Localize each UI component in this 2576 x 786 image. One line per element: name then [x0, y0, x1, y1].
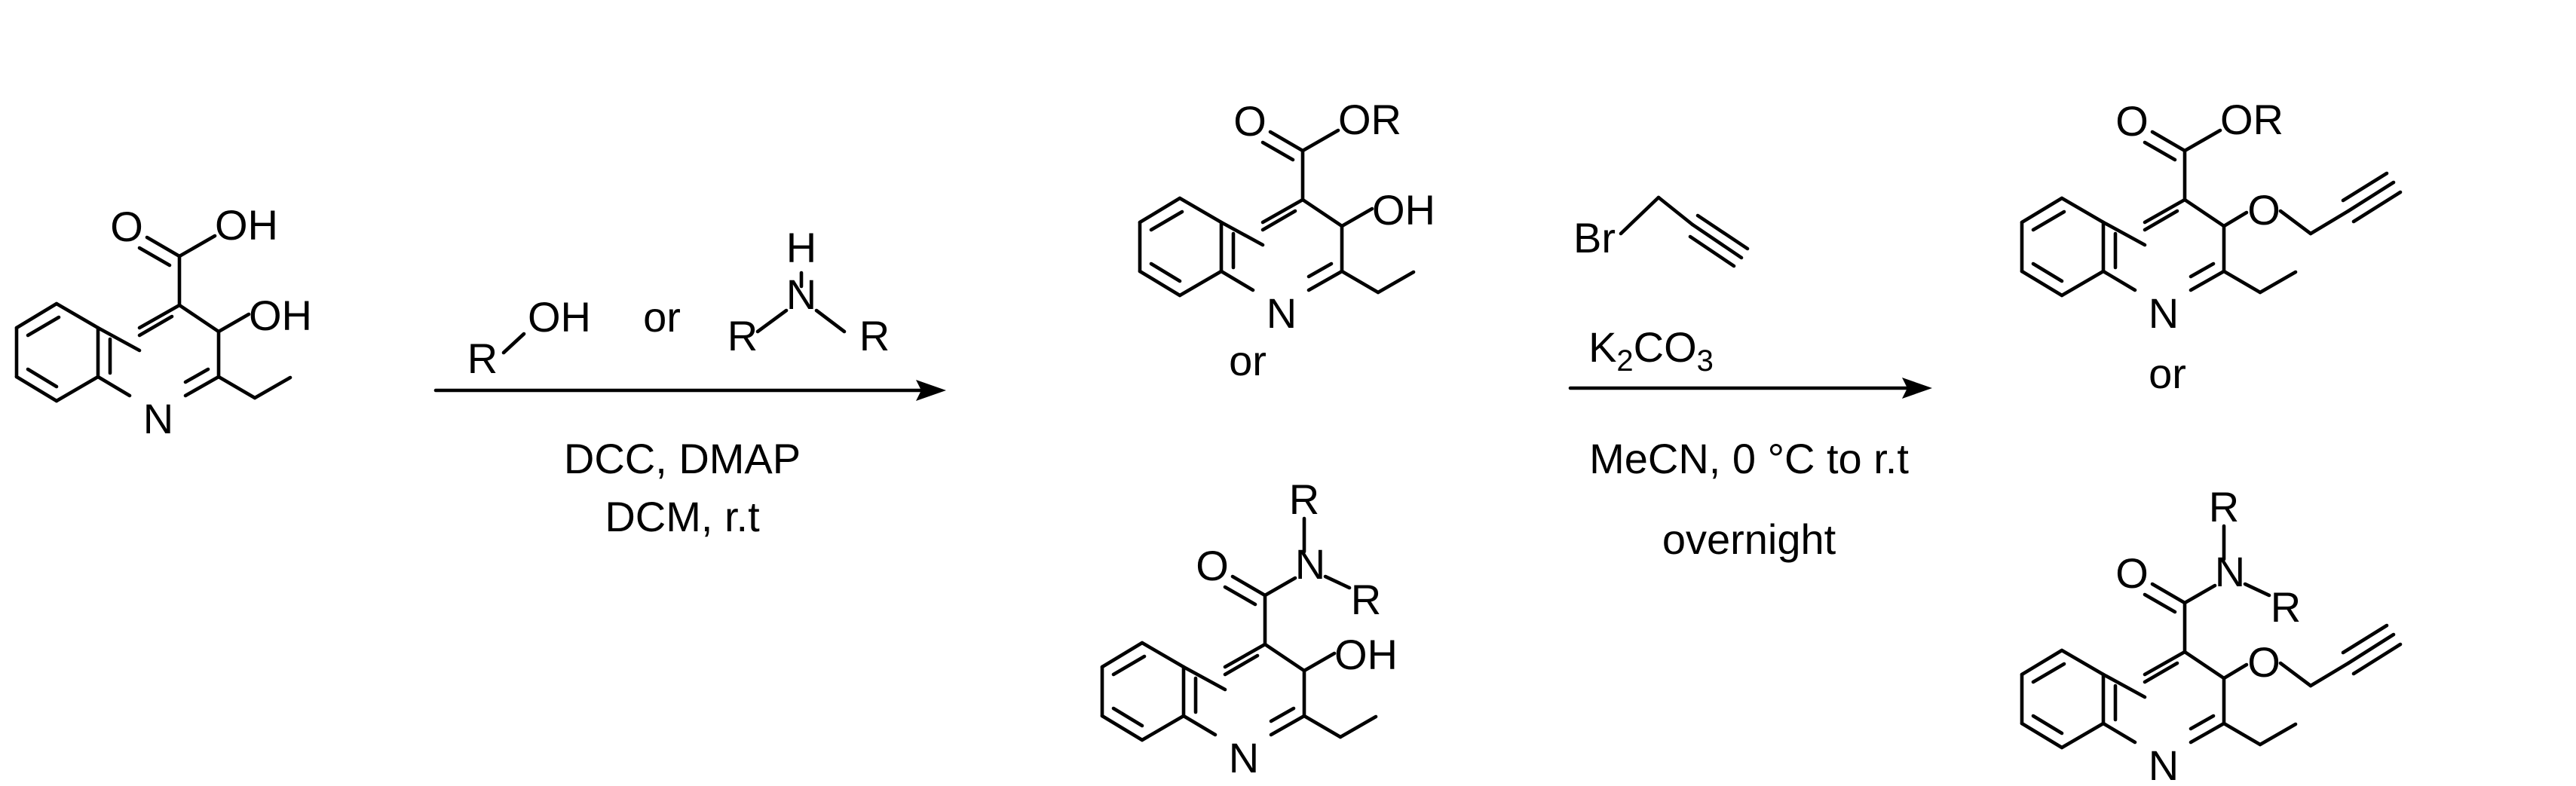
atom-o-carbonyl: O — [2115, 97, 2149, 145]
atom-oh-ring: OH — [1334, 631, 1398, 678]
atom-or-group: OR — [2220, 96, 2283, 143]
product-or-word: or — [2149, 350, 2186, 397]
atom-oh-ring: OH — [249, 292, 312, 339]
atom-r-top: R — [1289, 476, 1319, 523]
step1-conditions-line1: DCC, DMAP — [564, 435, 801, 482]
reagent-alcohol-oh: OH — [528, 293, 591, 341]
product-amide: N O O N R R — [2020, 483, 2403, 786]
atom-or-group: OR — [1338, 96, 1401, 143]
atom-oh-ring: OH — [1372, 186, 1435, 234]
step2-base: K2CO3 — [1588, 323, 1714, 378]
reagent-amine-r1: R — [727, 312, 758, 359]
atom-r-right: R — [2271, 583, 2301, 631]
atom-n-amide: N — [1295, 540, 1325, 588]
quinoline-ring — [1138, 128, 1416, 298]
reagent-amine-h: H — [786, 224, 816, 271]
step2-reagent-propargyl-bromide: Br — [1573, 195, 1750, 268]
atom-o-carbonyl: O — [1196, 542, 1229, 589]
reagent-alcohol-r: R — [467, 335, 498, 382]
alcohol-bond — [501, 332, 526, 355]
reagent-amine-r2: R — [859, 312, 890, 359]
step2-arrow — [1568, 378, 1932, 399]
quinoline-ring — [2020, 524, 2403, 750]
atom-r-right: R — [1351, 576, 1381, 623]
step1-arrow — [433, 380, 946, 401]
reagent-br: Br — [1573, 214, 1616, 261]
atom-n-ring: N — [2149, 742, 2179, 786]
start-material: N OH O OH — [14, 201, 312, 442]
quinoline-ring — [1100, 516, 1378, 742]
step1-conditions-line2: DCM, r.t — [605, 493, 760, 540]
atom-n-ring: N — [143, 395, 173, 442]
quinoline-ring — [14, 234, 293, 403]
atom-o-carbonyl: O — [2115, 549, 2149, 597]
atom-n-ring: N — [1229, 734, 1259, 781]
atom-o-ether: O — [2247, 638, 2280, 686]
step2-conditions-line2: overnight — [1662, 515, 1836, 563]
step1-reagents: R OH or H N R R — [467, 224, 890, 382]
atom-o-carbonyl: O — [1233, 97, 1267, 145]
step2-conditions-line1: MeCN, 0 °C to r.t — [1589, 435, 1909, 482]
atom-r-top: R — [2209, 483, 2239, 531]
reagent-or-word: or — [643, 293, 681, 341]
product-ester: N O O OR — [2020, 96, 2403, 337]
reagent-amine-n: N — [786, 271, 816, 318]
atom-n-ring: N — [1267, 289, 1297, 337]
atom-o-ether: O — [2247, 186, 2280, 234]
intermediate-ester: N OH O OR — [1138, 96, 1435, 337]
atom-o-carbonyl: O — [110, 203, 143, 250]
quinoline-ring — [2020, 128, 2403, 298]
intermediate-or-word: or — [1229, 337, 1267, 384]
atom-n-amide: N — [2215, 548, 2245, 595]
atom-n-ring: N — [2149, 289, 2179, 337]
intermediate-amide: N OH O N R R — [1100, 476, 1398, 781]
atom-oh-acid: OH — [215, 201, 278, 249]
